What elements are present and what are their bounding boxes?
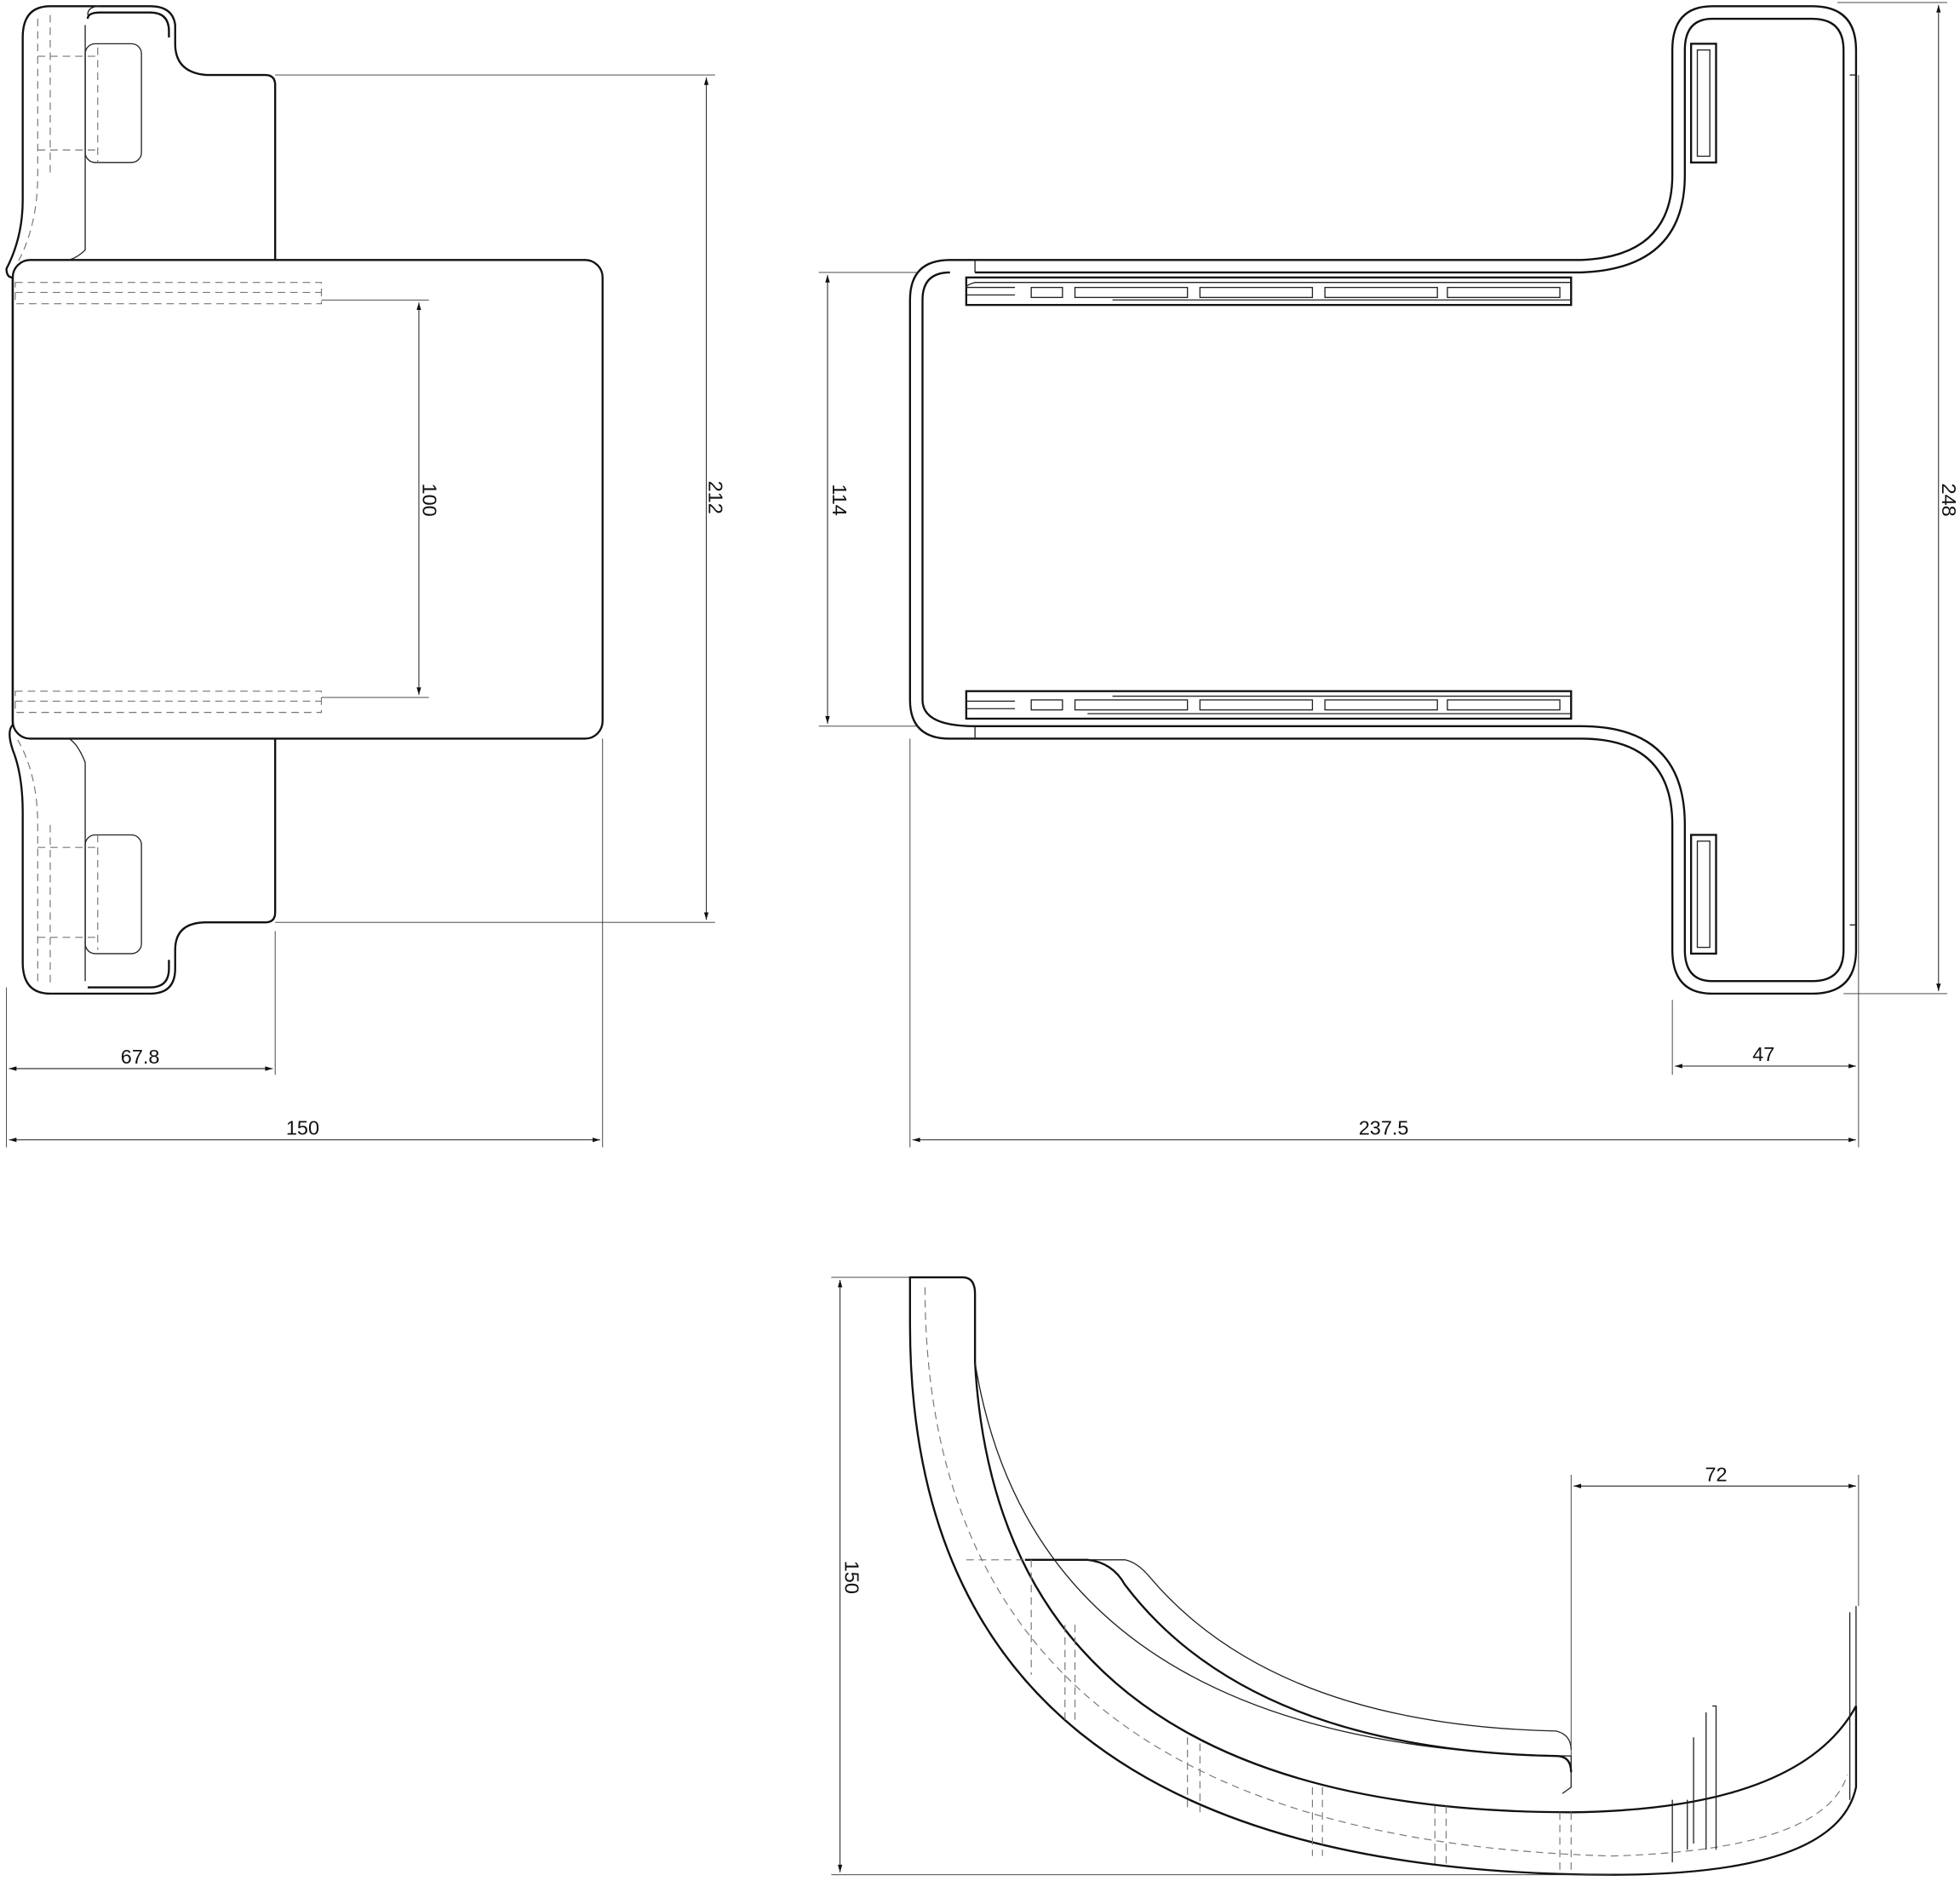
front-view-body [11,259,604,740]
dim-front-width-small: 67.8 [121,1046,160,1068]
side-view-dimensions: 150 72 [831,1276,1860,1876]
dim-top-height-total: 248 [1938,484,1960,517]
top-view-outline [908,5,1858,995]
bottom-tab-slot [1689,834,1717,955]
dim-top-width-total: 237.5 [1359,1117,1409,1139]
dim-top-tab-width: 47 [1752,1043,1774,1065]
top-view-dimensions: 114 248 47 237.5 [818,2,1960,1148]
dim-side-height: 150 [840,1561,863,1594]
bottom-rail [965,690,1573,720]
top-tab-slot [84,43,142,163]
top-rail [965,276,1573,307]
side-view-outline [908,1276,1858,1876]
dim-front-height-total: 212 [704,481,726,514]
dim-side-flat-width: 72 [1705,1463,1727,1485]
dim-front-rail-spacing: 100 [418,484,440,517]
dim-top-height-inner: 114 [828,484,851,515]
front-view [5,5,604,995]
front-view-dimensions: 212 100 67.8 150 [6,74,726,1148]
top-tab-slot [1689,43,1717,163]
dim-front-width-total: 150 [286,1117,319,1139]
top-view [908,5,1858,995]
bottom-tab-slot [84,834,142,955]
side-view [908,1276,1858,1876]
bottom-rail-hidden [14,691,323,714]
top-rail-hidden [14,282,323,305]
